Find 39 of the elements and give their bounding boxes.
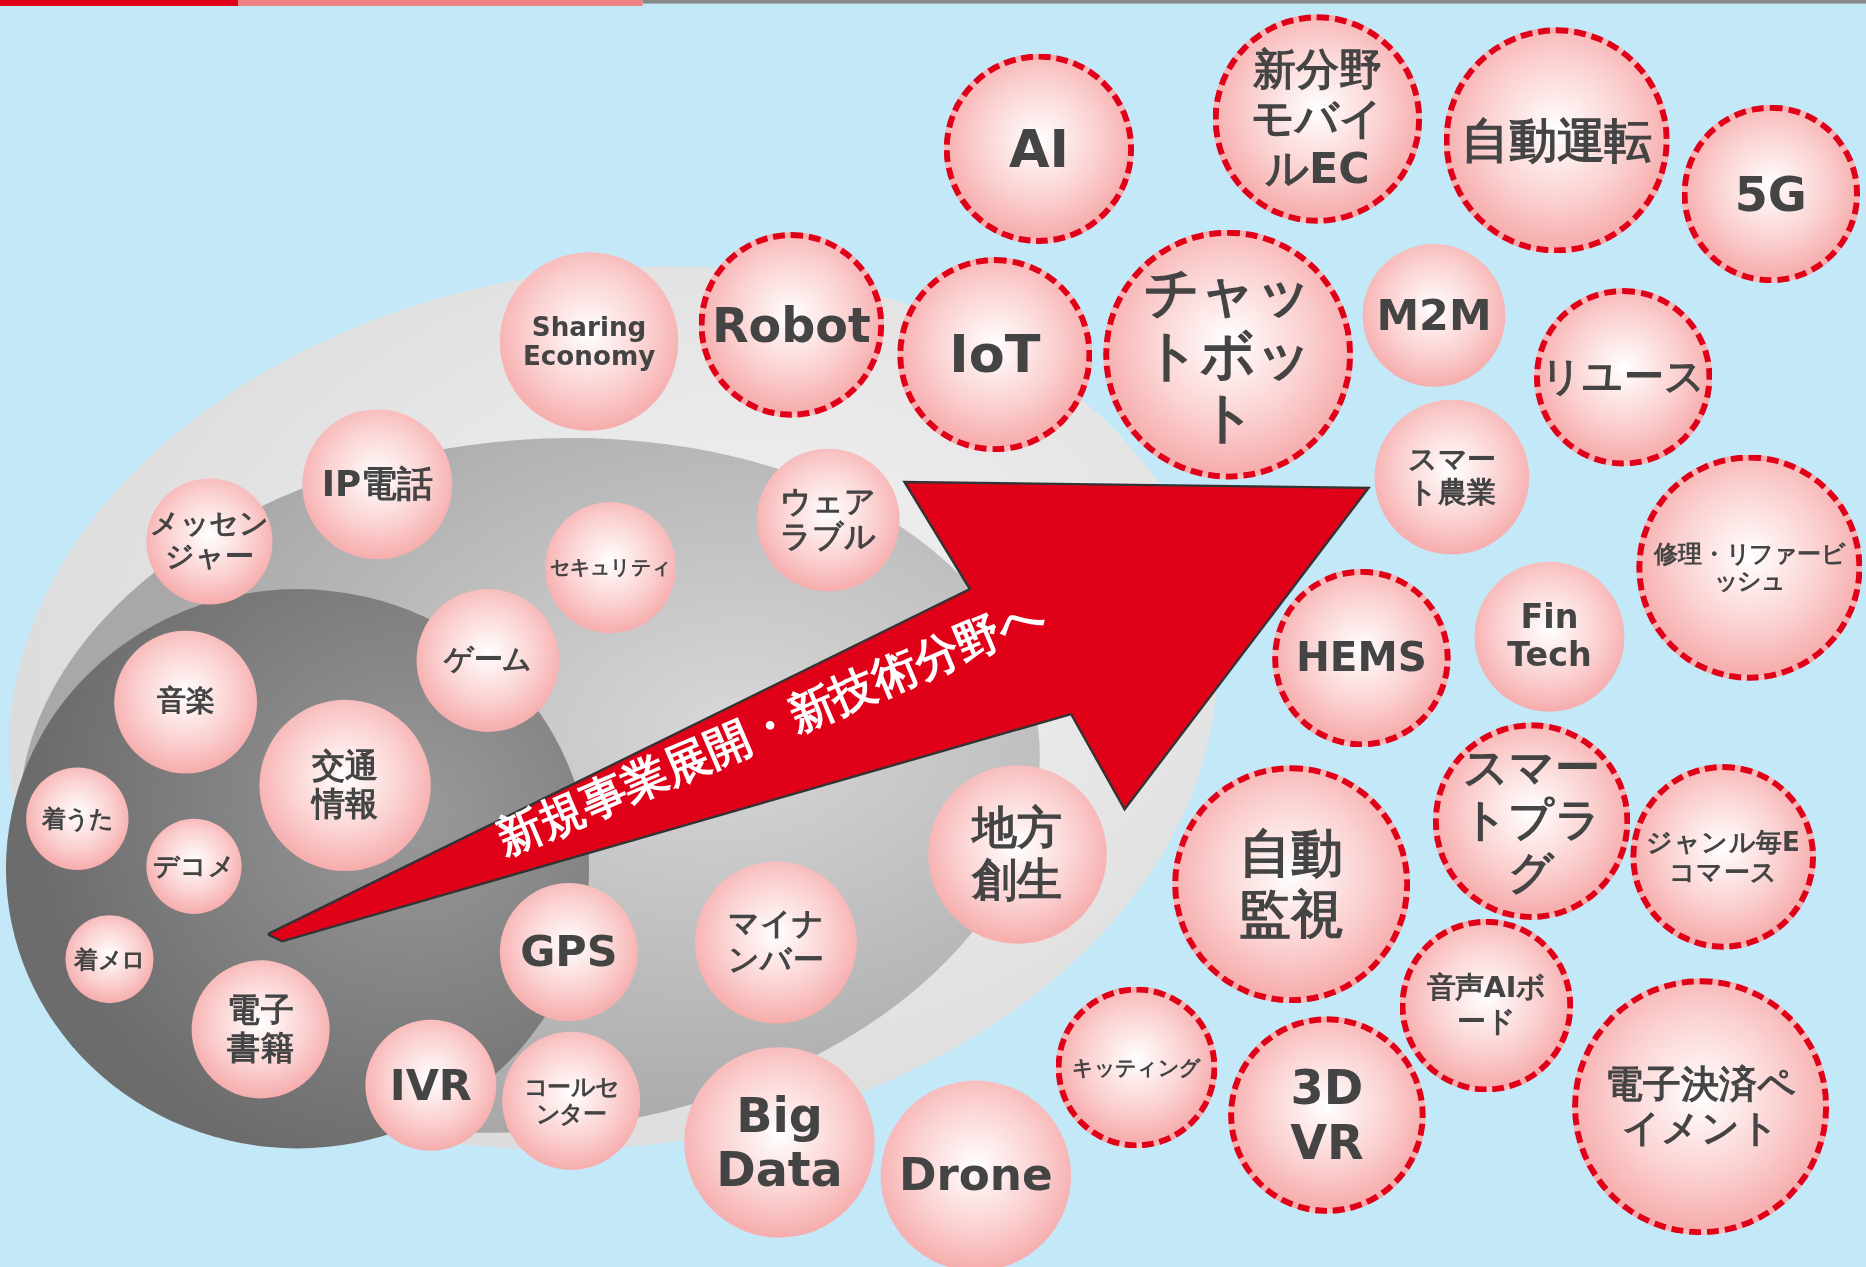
topic-label: AI: [1008, 118, 1069, 179]
topic-label: 交通情報: [309, 747, 380, 824]
topic-label: M2M: [1376, 290, 1492, 340]
topic-label: ウェアラブル: [779, 484, 878, 556]
topic-label: 新分野モバイルEC: [1250, 45, 1385, 193]
topic-label: スマートプラグ: [1461, 743, 1603, 900]
topic-label: スマート農業: [1406, 444, 1497, 511]
topic-label: 音声AIボード: [1425, 972, 1548, 1039]
topic-label: チャットボット: [1143, 260, 1314, 450]
topic-label: 着うた: [41, 805, 114, 833]
topic-label: 3D VR: [1289, 1060, 1365, 1170]
topic-label: Robot: [711, 297, 871, 353]
topic-label: IVR: [389, 1060, 472, 1110]
topic-label: 電子書籍: [226, 991, 295, 1068]
topic-label: IoT: [949, 324, 1041, 385]
topic-label: 5G: [1734, 166, 1807, 222]
topic-label: 着メロ: [73, 945, 146, 973]
topic-label: リユース: [1540, 354, 1706, 401]
topic-label: 音楽: [157, 685, 215, 719]
topic-label: コールセンター: [522, 1073, 620, 1129]
topic-label: Fin Tech: [1506, 598, 1593, 675]
topic-label: Drone: [898, 1149, 1053, 1202]
topic-label: Sharing Economy: [521, 311, 657, 372]
topic-label: 電子決済ペイメント: [1603, 1062, 1798, 1151]
topic-label: メッセンジャー: [149, 508, 269, 575]
topic-label: IP電話: [321, 463, 433, 505]
topic-label: 自動運転: [1461, 113, 1652, 168]
topic-label: GPS: [520, 927, 618, 977]
topic-label: マイナンバー: [726, 906, 826, 979]
topic-label: セキュリティ: [549, 556, 672, 580]
topic-label: キッティング: [1072, 1055, 1201, 1080]
topic-label: 地方創生: [970, 802, 1064, 907]
topic-label: デコメ: [152, 851, 236, 882]
topic-label: 修理・リファービッシュ: [1652, 540, 1847, 596]
topic-label: Big Data: [715, 1087, 844, 1198]
topic-label: ゲーム: [443, 644, 532, 677]
topic-label: ジャンル毎Eコマース: [1645, 826, 1801, 887]
topic-label: HEMS: [1295, 634, 1427, 682]
topic-label: 自動監視: [1237, 824, 1345, 945]
